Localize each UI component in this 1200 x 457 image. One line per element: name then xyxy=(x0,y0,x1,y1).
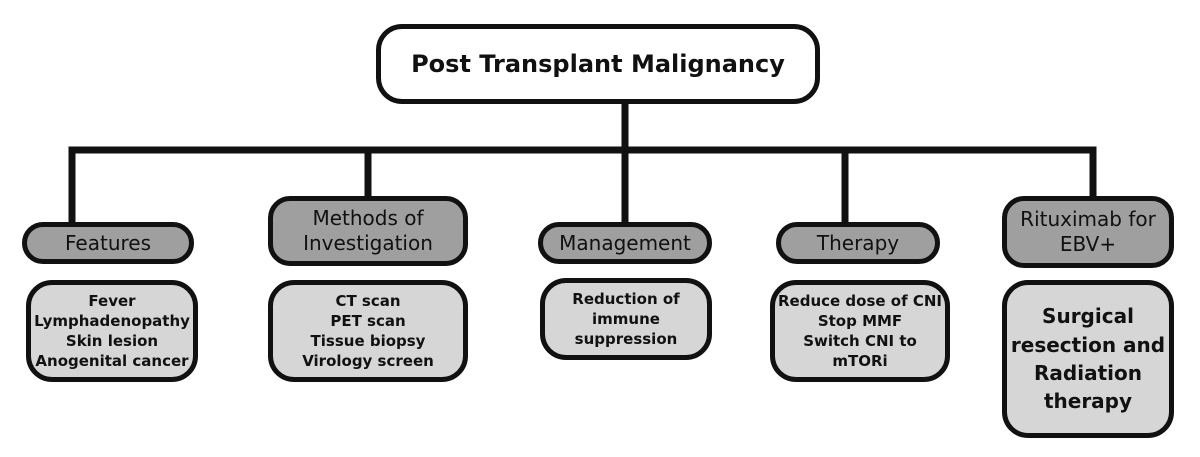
category-items-rituximab: Surgical resection and Radiation therapy xyxy=(1002,280,1174,438)
category-items-features: Fever Lymphadenopathy Skin lesion Anogen… xyxy=(26,280,198,382)
category-items-therapy: Reduce dose of CNI Stop MMF Switch CNI t… xyxy=(770,280,950,382)
item-line: resection and xyxy=(1010,332,1166,357)
item-line: immune xyxy=(592,309,660,328)
category-heading-investigation: Methods of Investigation xyxy=(268,196,468,266)
category-items-management: Reduction of immune suppression xyxy=(540,278,712,360)
item-line: Skin lesion xyxy=(65,332,159,350)
item-line: Anogenital cancer xyxy=(35,352,189,371)
root-node: Post Transplant Malignancy xyxy=(376,24,820,104)
item-line: CT scan xyxy=(335,291,401,310)
category-items-investigation: CT scan PET scan Tissue biopsy Virology … xyxy=(268,280,468,382)
item-line: PET scan xyxy=(330,311,406,330)
category-heading-features: Features xyxy=(22,222,194,264)
heading-line: Management xyxy=(559,230,691,255)
item-line: Lymphadenopathy xyxy=(34,311,190,330)
item-line: Radiation xyxy=(1034,361,1142,385)
item-line: Reduction of xyxy=(572,289,680,308)
item-line: suppression xyxy=(574,330,678,349)
item-line: Tissue biopsy xyxy=(310,332,426,350)
category-heading-rituximab: Rituximab for EBV+ xyxy=(1002,196,1174,268)
category-heading-therapy: Therapy xyxy=(776,222,940,264)
category-heading-management: Management xyxy=(538,222,712,264)
heading-line: Features xyxy=(65,230,151,255)
item-line: Surgical xyxy=(1042,304,1134,329)
heading-line: Therapy xyxy=(816,230,900,255)
heading-line: EBV+ xyxy=(1059,232,1117,256)
heading-line: Rituximab for xyxy=(1020,207,1156,231)
root-title: Post Transplant Malignancy xyxy=(411,50,785,78)
item-line: Virology screen xyxy=(302,352,434,371)
heading-line: Methods of xyxy=(312,206,424,230)
item-line: Switch CNI to mTORi xyxy=(803,332,917,371)
item-line: Fever xyxy=(88,291,136,310)
item-line: therapy xyxy=(1043,389,1133,414)
item-line: Stop MMF xyxy=(817,311,903,330)
heading-line: Investigation xyxy=(303,231,433,255)
item-line: Reduce dose of CNI xyxy=(778,291,942,310)
